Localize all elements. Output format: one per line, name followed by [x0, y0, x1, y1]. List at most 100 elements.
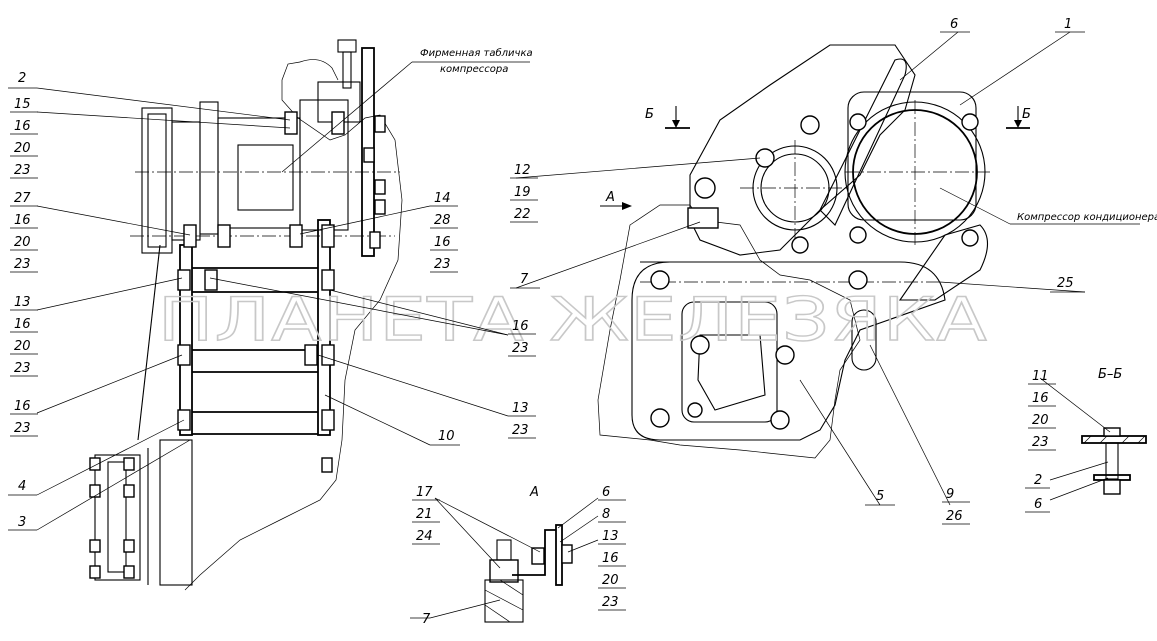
- bolt: [204, 269, 218, 291]
- bolt: [687, 402, 703, 418]
- callout-s5-item: 28: [434, 213, 451, 228]
- leader-27: [36, 205, 191, 236]
- bolt: [363, 147, 375, 163]
- pulley-groove: [147, 113, 167, 248]
- engine-block-outline: [184, 61, 403, 591]
- view-a-arrow-label: А: [605, 190, 615, 205]
- callout-2b: 2: [1034, 473, 1042, 488]
- callout-s11-item: 9: [946, 487, 954, 502]
- callout-s10-item: 19: [514, 185, 531, 200]
- callout-4: 4: [18, 479, 26, 494]
- nameplate-note-line2: компрессора: [440, 64, 508, 75]
- compressor-plate: [237, 144, 294, 211]
- bolt: [791, 236, 809, 254]
- callout-s9-item: 20: [602, 573, 619, 588]
- engine-top-outline: [299, 59, 339, 81]
- callout-s4-item: 16: [14, 399, 31, 414]
- leader-14: [299, 205, 431, 235]
- leader-13c: [567, 539, 599, 553]
- detail-a-bracket: [512, 529, 556, 576]
- pressure-cap: [337, 39, 357, 53]
- bolt: [849, 226, 867, 244]
- bolt: [217, 224, 231, 248]
- callout-s2-item: 27: [14, 191, 31, 206]
- callout-s9-item: 8: [602, 507, 610, 522]
- section-b-label-left: Б: [645, 107, 654, 122]
- bolt: [690, 335, 710, 355]
- callout-7b: 7: [422, 612, 431, 627]
- leader-6: [899, 31, 959, 81]
- leader-4: [36, 419, 185, 496]
- callouts: 2 4 3 10 7 6 1 7 25 5 2 6 15162023271620…: [8, 17, 1111, 627]
- callout-s6-item: 16: [512, 319, 529, 334]
- inner-cutout: [697, 334, 766, 411]
- bolt: [848, 270, 868, 290]
- bolt: [89, 565, 101, 579]
- bolt: [123, 565, 135, 579]
- bolt: [321, 409, 335, 431]
- leader-8: [559, 515, 599, 543]
- callout-s9-item: 13: [602, 529, 619, 544]
- leader-9: [869, 344, 951, 506]
- section-b-label-right: Б: [1022, 107, 1031, 122]
- lower-bracket: [159, 439, 193, 586]
- section-b-arrowhead-right: [1014, 120, 1022, 128]
- pulley-hub: [171, 121, 201, 241]
- detail-a-base: [484, 579, 524, 623]
- bolt: [374, 115, 386, 133]
- leader-6c: [1049, 477, 1109, 501]
- section-bb-hatch: [1083, 435, 1146, 444]
- view-a-title: А: [529, 485, 539, 500]
- belt-left: [137, 244, 161, 441]
- leader-7b: [429, 599, 501, 619]
- leader-15: [36, 111, 291, 129]
- leader-13: [36, 277, 183, 311]
- engine-front-outline: [597, 204, 861, 459]
- callout-7: 7: [520, 272, 529, 287]
- detail-a-bolt-head: [561, 544, 573, 564]
- bracket-10: [317, 219, 331, 436]
- detail-a-plate: [555, 524, 563, 586]
- leader-2: [36, 87, 291, 121]
- bolt: [123, 457, 135, 471]
- detail-a-nut: [489, 559, 519, 583]
- callout-s12-item: 23: [1032, 435, 1049, 450]
- watermark: ПЛАНЕТА ЖЕЛЕЗЯКА: [158, 285, 988, 355]
- section-bb: [1081, 427, 1147, 495]
- callout-3: 3: [18, 515, 26, 530]
- section-bb-top-plate: [1081, 435, 1147, 444]
- callout-s11-item: 26: [946, 509, 963, 524]
- callout-s5-item: 16: [434, 235, 451, 250]
- bolt: [284, 111, 298, 135]
- slot-9: [851, 309, 877, 371]
- callout-s1-item: 20: [14, 141, 31, 156]
- leader-16a: [36, 354, 183, 414]
- leader-5: [799, 379, 881, 506]
- clutch-plate: [199, 101, 219, 235]
- section-bb-bolt: [1105, 442, 1119, 480]
- callout-5: 5: [876, 489, 884, 504]
- leader-10: [324, 394, 431, 446]
- bolt: [961, 229, 979, 247]
- callout-s2-item: 23: [14, 257, 31, 272]
- compressor-housing: [847, 91, 977, 221]
- callout-6b: 6: [1034, 497, 1042, 512]
- callout-10: 10: [438, 429, 455, 444]
- compressor-note: Компрессор кондиционера: [1017, 212, 1157, 223]
- bolt: [800, 115, 820, 135]
- callout-s8-item: 17: [416, 485, 433, 500]
- section-bb-nut: [1103, 479, 1121, 495]
- leader-11: [1039, 377, 1111, 433]
- callout-2: 2: [18, 71, 26, 86]
- bolt: [321, 344, 335, 366]
- bolt: [289, 224, 303, 248]
- callout-s12-item: 16: [1032, 391, 1049, 406]
- annotations: Фирменная табличка компрессора Компрессо…: [281, 47, 1157, 500]
- bolt: [775, 345, 795, 365]
- detail-a-bolt: [496, 539, 512, 561]
- callout-s5-item: 14: [434, 191, 451, 206]
- callout-s2-item: 20: [14, 235, 31, 250]
- callout-s8-item: 24: [416, 529, 433, 544]
- leader-3: [36, 439, 191, 531]
